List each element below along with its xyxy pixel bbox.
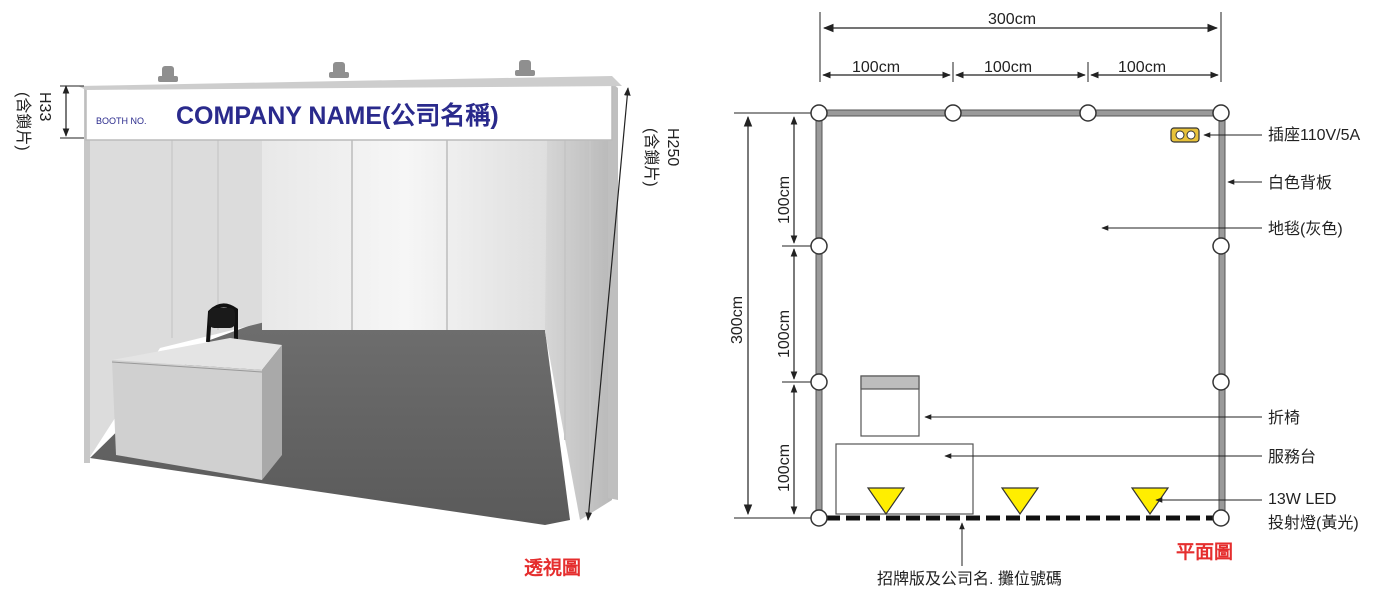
service-counter [835, 443, 974, 515]
dim-segment-2: 100cm [984, 59, 1032, 76]
dim-total-depth: 300cm [729, 296, 746, 344]
chair [860, 375, 920, 437]
wall-height-note: (含鎖片) [642, 128, 660, 187]
spotlight-icon [158, 60, 535, 82]
chair [206, 303, 238, 343]
dim-segment-1: 100cm [852, 59, 900, 76]
company-name-label: COMPANY NAME(公司名稱) [176, 101, 499, 130]
carpet-label: 地毯(灰色) [1268, 220, 1343, 238]
spotlight-label-2: 投射燈(黃光) [1268, 514, 1359, 532]
led-spotlight-icon [866, 487, 1170, 516]
dim-depth-segment-2: 100cm [776, 310, 793, 358]
perspective-caption: 透視圖 [524, 556, 581, 579]
dim-total-width: 300cm [988, 11, 1036, 28]
chair-label: 折椅 [1268, 409, 1300, 427]
counter-label: 服務台 [1268, 448, 1316, 466]
fascia-height-label: H33 [36, 92, 53, 121]
dim-depth-segment-3: 100cm [776, 444, 793, 492]
fascia-label: 招牌版及公司名. 攤位號碼 [877, 570, 1062, 588]
back-wall [262, 140, 549, 330]
spotlight-label-1: 13W LED [1268, 491, 1336, 508]
booth-no-label: BOOTH NO. [96, 116, 147, 126]
post-icon [810, 104, 1230, 527]
perspective-view: BOOTH NO. COMPANY NAME(公司名稱) H33 (含鎖片) H… [14, 60, 681, 579]
wall-label: 白色背板 [1268, 174, 1332, 192]
service-counter [111, 338, 282, 480]
socket-label: 插座110V/5A [1268, 126, 1361, 144]
dim-depth-segment-1: 100cm [776, 176, 793, 224]
dim-segment-3: 100cm [1118, 59, 1166, 76]
fascia-height-note: (含鎖片) [14, 92, 32, 151]
socket-icon [1170, 127, 1200, 143]
wall-height-label: H250 [664, 128, 681, 166]
plan-view: 300cm 100cm 100cm 100cm 300cm 100cm 100c… [729, 11, 1361, 588]
plan-caption: 平面圖 [1176, 541, 1233, 563]
